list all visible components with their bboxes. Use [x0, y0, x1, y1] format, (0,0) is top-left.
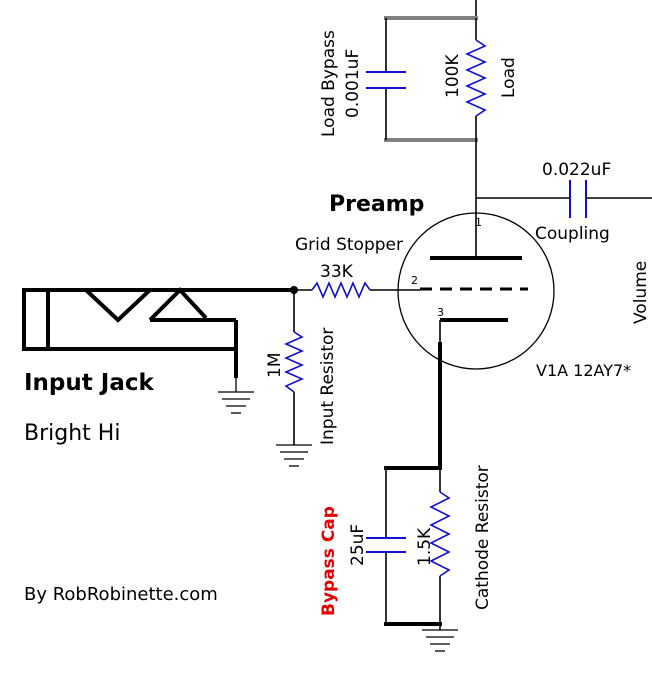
cathode-section: Cathode Resistor 1.5K 25uF Bypass Cap [319, 342, 493, 630]
bypass-cap-label: Bypass Cap [319, 506, 339, 616]
jack-switch-contact [148, 287, 208, 322]
load-label: Load [499, 57, 519, 98]
load-bypass-value-label: 0.001uF [343, 49, 363, 118]
input-resistor-section: 1M Input Resistor [265, 290, 338, 445]
input-resistor-label: Input Resistor [318, 328, 338, 445]
input-jack: Input Jack Bright Hi [22, 286, 298, 446]
load-value-label: 100K [443, 54, 463, 98]
jack-tip-contact [84, 288, 152, 323]
jack-sleeve [22, 288, 50, 351]
load-section: Load Bypass 0.001uF 100K Load [319, 0, 519, 142]
tube-envelope [397, 212, 555, 370]
input-resistor [284, 331, 304, 393]
pin-plate-label: 1 [475, 216, 482, 229]
pin-grid-label: 2 [411, 274, 418, 287]
cathode-ground-symbol [422, 629, 458, 652]
volume-label: Volume [631, 261, 651, 324]
load-bypass-label: Load Bypass [319, 30, 339, 137]
input-jack-label: Input Jack [24, 370, 154, 396]
cathode-resistor-value-label: 1.5K [415, 527, 435, 566]
plate-coupling-section: 0.022uF Coupling Volume [475, 140, 652, 324]
grid-stopper-value-label: 33K [320, 262, 354, 282]
pin-cathode-label: 3 [437, 306, 444, 319]
bright-hi-label: Bright Hi [24, 421, 120, 446]
bypass-cap-value-label: 25uF [348, 524, 368, 566]
load-resistor [465, 39, 487, 117]
coupling-label: Coupling [535, 224, 610, 244]
grid-stopper-label: Grid Stopper [295, 235, 403, 255]
grid-stopper-section: Grid Stopper 33K [294, 235, 420, 300]
tube-v1a: 1 2 3 V1A 12AY7* [397, 212, 631, 380]
credit-label: By RobRobinette.com [24, 584, 218, 605]
cathode-resistor [429, 491, 451, 577]
grid-stopper-resistor [311, 280, 371, 300]
input-resistor-ground-symbol [276, 444, 312, 467]
coupling-value-label: 0.022uF [542, 160, 611, 180]
tube-type-label: V1A 12AY7* [536, 361, 631, 380]
preamp-title: Preamp [329, 192, 424, 217]
cathode-resistor-label: Cathode Resistor [473, 465, 493, 610]
jack-ground-symbol [218, 378, 254, 414]
input-resistor-value-label: 1M [265, 353, 285, 378]
